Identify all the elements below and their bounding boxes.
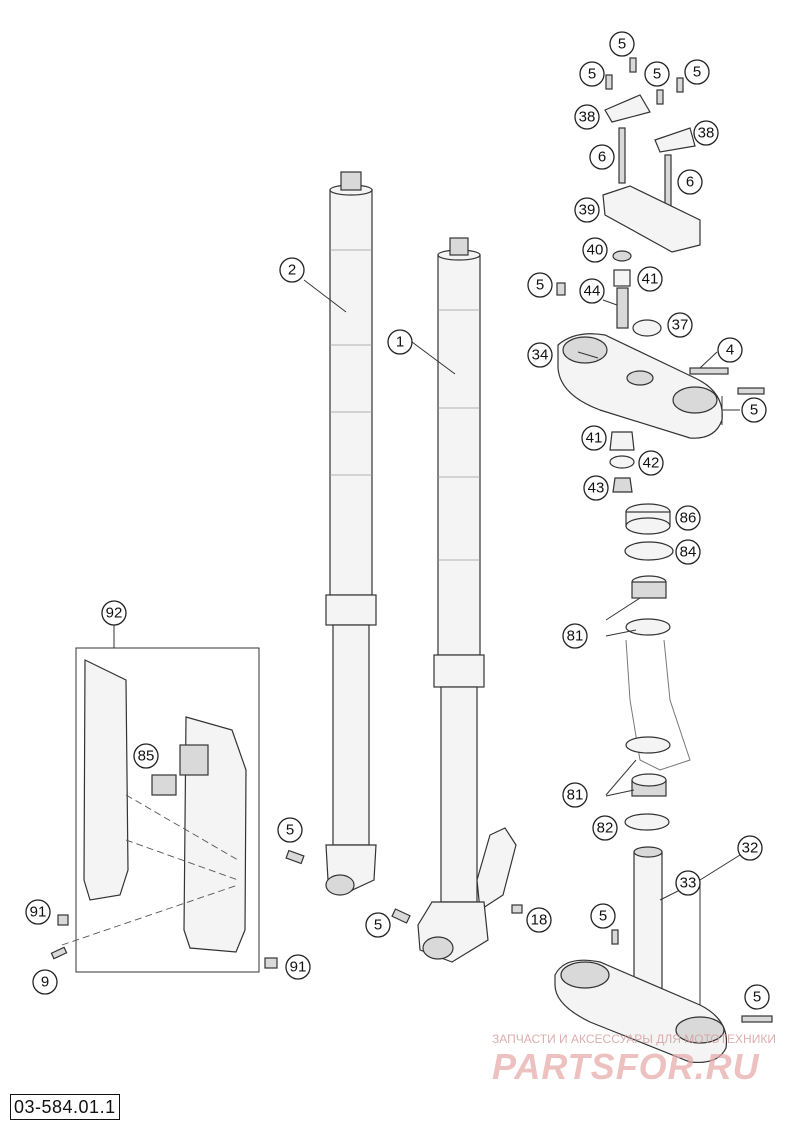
callout-40: 40 [582, 237, 608, 263]
svg-text:41: 41 [586, 430, 603, 447]
callout-6: 6 [589, 144, 615, 170]
callout-86: 86 [675, 505, 701, 531]
svg-text:5: 5 [536, 277, 544, 294]
callout-92: 92 [101, 600, 127, 626]
svg-text:81: 81 [567, 787, 584, 804]
callout-18: 18 [526, 907, 552, 933]
callout-33: 33 [675, 870, 701, 896]
callout-84: 84 [675, 539, 701, 565]
svg-text:4: 4 [726, 342, 734, 359]
callout-4: 4 [717, 337, 743, 363]
svg-text:42: 42 [643, 455, 660, 472]
callout-32: 32 [737, 835, 763, 861]
callout-5: 5 [741, 397, 767, 423]
svg-text:37: 37 [672, 317, 689, 334]
svg-text:5: 5 [618, 36, 626, 53]
document-id: 03-584.01.1 [10, 1094, 120, 1120]
callout-5: 5 [684, 59, 710, 85]
svg-text:43: 43 [588, 480, 605, 497]
svg-text:6: 6 [686, 174, 694, 191]
svg-text:33: 33 [680, 875, 697, 892]
callout-38: 38 [574, 104, 600, 130]
callout-5: 5 [527, 272, 553, 298]
svg-text:5: 5 [753, 989, 761, 1006]
watermark-logo: PARTSFOR.RU [492, 1046, 760, 1087]
svg-text:91: 91 [30, 904, 47, 921]
fork-leg-1 [417, 237, 517, 963]
callout-41: 41 [637, 266, 663, 292]
callout-42: 42 [638, 450, 664, 476]
upper-triple-clamp-34 [556, 250, 765, 439]
callout-34: 34 [527, 342, 553, 368]
leader-lines [303, 279, 741, 1005]
svg-text:5: 5 [599, 908, 607, 925]
svg-text:39: 39 [579, 202, 596, 219]
svg-text:85: 85 [138, 748, 155, 765]
svg-text:92: 92 [106, 605, 123, 622]
callout-2: 2 [279, 257, 305, 283]
svg-text:81: 81 [567, 628, 584, 645]
svg-text:5: 5 [693, 64, 701, 81]
callout-44: 44 [579, 278, 605, 304]
callout-5: 5 [609, 31, 635, 57]
svg-text:40: 40 [587, 242, 604, 259]
callout-9: 9 [32, 969, 58, 995]
svg-text:86: 86 [680, 510, 697, 527]
svg-text:18: 18 [531, 912, 548, 929]
svg-text:38: 38 [579, 109, 596, 126]
callout-5: 5 [744, 984, 770, 1010]
svg-text:38: 38 [698, 125, 715, 142]
svg-text:91: 91 [290, 959, 307, 976]
callout-5: 5 [590, 903, 616, 929]
callout-39: 39 [574, 197, 600, 223]
svg-text:2: 2 [288, 262, 296, 279]
svg-text:5: 5 [588, 66, 596, 83]
svg-text:5: 5 [286, 822, 294, 839]
callout-5: 5 [277, 817, 303, 843]
svg-text:84: 84 [680, 544, 697, 561]
svg-text:41: 41 [642, 271, 659, 288]
svg-text:5: 5 [374, 917, 382, 934]
lower-triple-clamp-32 [554, 846, 773, 1064]
callout-81: 81 [562, 623, 588, 649]
svg-text:6: 6 [598, 149, 606, 166]
watermark-tagline: ЗАПЧАСТИ И АКСЕССУАРЫ ДЛЯ МОТОТЕХНИКИ [492, 1032, 776, 1046]
svg-text:5: 5 [653, 66, 661, 83]
steering-nuts-and-bearings [609, 431, 691, 831]
callout-1: 1 [387, 329, 413, 355]
callout-85: 85 [133, 743, 159, 769]
callout-37: 37 [667, 312, 693, 338]
svg-text:34: 34 [532, 347, 549, 364]
callout-5: 5 [579, 61, 605, 87]
small-bolts [50, 849, 523, 969]
fork-leg-2 [325, 171, 377, 896]
svg-text:9: 9 [41, 974, 49, 991]
svg-text:44: 44 [584, 283, 601, 300]
callout-6: 6 [677, 169, 703, 195]
callout-91: 91 [25, 899, 51, 925]
callout-5: 5 [644, 61, 670, 87]
callout-43: 43 [583, 475, 609, 501]
svg-text:82: 82 [597, 820, 614, 837]
callout-91: 91 [285, 954, 311, 980]
svg-text:32: 32 [742, 840, 759, 857]
callout-5: 5 [365, 912, 391, 938]
callout-41: 41 [581, 425, 607, 451]
callout-38: 38 [693, 120, 719, 146]
handlebar-clamps [602, 57, 701, 253]
svg-text:5: 5 [750, 402, 758, 419]
callout-82: 82 [592, 815, 618, 841]
svg-text:1: 1 [396, 334, 404, 351]
callout-81: 81 [562, 782, 588, 808]
fork-protector-set-92 [61, 625, 260, 973]
